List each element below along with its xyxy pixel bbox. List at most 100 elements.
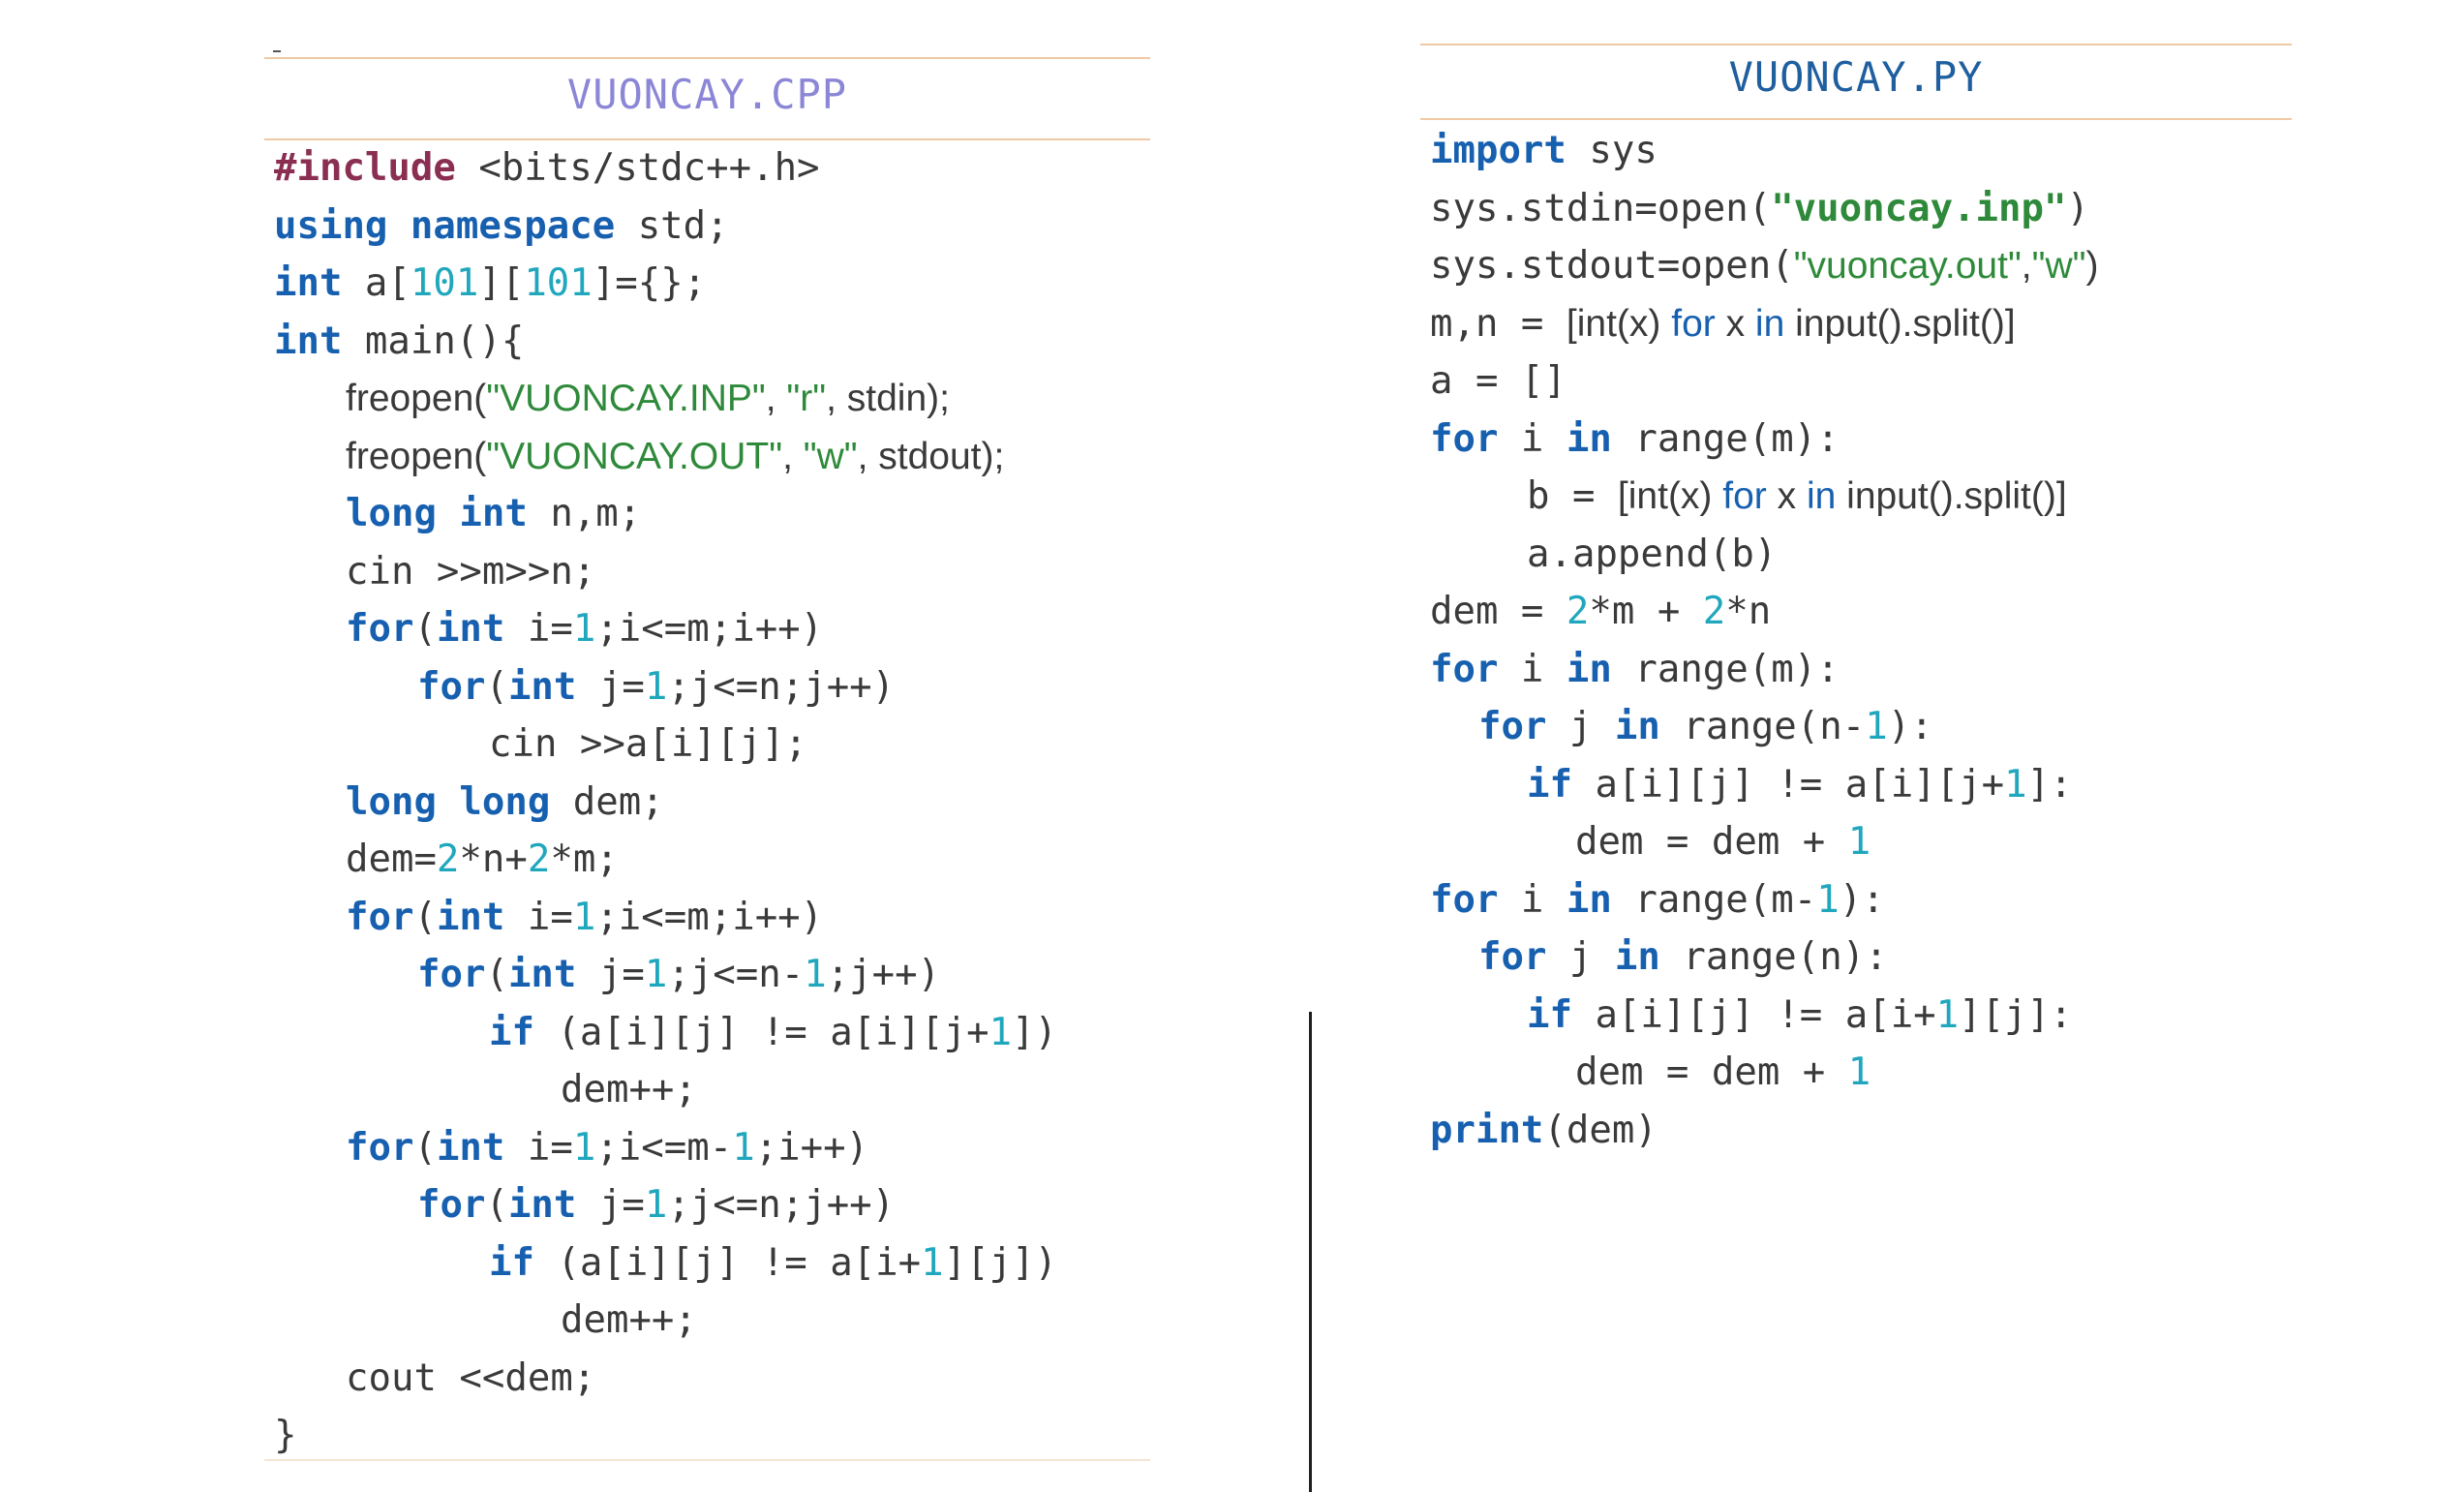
code-token: int [507,1183,577,1227]
code-token: ;i<=m;i++) [595,607,824,651]
code-token: std; [615,203,729,248]
code-line: dem = dem + 1 [1575,819,1871,866]
code-token: in [1566,416,1612,461]
code-line: for(int i=1;i<=m;i++) [346,895,823,941]
code-token: cin >>a[i][j]; [489,722,807,766]
code-token: "w" [2031,245,2086,287]
code-token: a[i][j] != a[i][j+ [1571,762,2005,807]
code-line: dem++; [561,1297,697,1344]
code-token: range(n- [1659,705,1866,748]
code-token: dem = dem + [1575,820,1848,864]
code-token: sys [1566,129,1658,172]
code-token: <bits/stdc++.h> [455,146,820,190]
code-token: i= [504,895,573,939]
code-line: sys.stdout=open("vuoncay.out","w") [1430,243,2099,289]
code-line: a = [] [1430,358,1567,405]
code-line: dem++; [561,1067,697,1113]
python-file-title: VUONCAY.PY [1728,53,1984,101]
code-line: long int n,m; [346,491,641,537]
code-token: cin >>m>>n; [346,549,596,594]
code-token: 1 [1865,705,1888,748]
code-token: i [1498,647,1567,691]
code-token: int [507,953,577,996]
code-token [387,204,410,248]
code-token: ][j]) [943,1240,1058,1285]
code-token: 1 [804,953,827,996]
code-token: int [274,261,343,305]
code-token: for [1430,647,1499,691]
code-token: for [346,607,414,651]
code-token: dem; [550,779,664,824]
code-line: sys.stdin=open("vuoncay.inp") [1430,186,2089,232]
code-token: int [436,895,505,939]
code-token: input().split()] [1784,302,2016,345]
code-token: int [436,1125,505,1170]
code-token: #include [274,146,456,190]
code-token: in [1566,877,1612,922]
code-token: ][ [478,261,525,305]
code-line: freopen("VUONCAY.OUT", "w", stdout); [346,434,1004,480]
code-token: 1 [989,1010,1013,1054]
code-token: ( [485,664,508,709]
code-line: long long dem; [346,779,664,826]
code-line: for(int j=1;j<=n;j++) [417,1182,895,1229]
code-token: 2 [1702,590,1726,633]
code-token: j= [576,664,645,709]
code-token: [int(x) [1566,302,1672,345]
code-token: freopen( [346,435,487,477]
code-token: 1 [644,953,668,996]
code-line: cin >>m>>n; [346,549,595,595]
code-line: if a[i][j] != a[i+1][j]: [1527,992,2073,1039]
code-line: if a[i][j] != a[i][j+1]: [1527,762,2073,808]
code-token: long [459,779,551,824]
code-token: i [1498,416,1567,461]
code-token: *n+ [459,837,528,881]
code-token: b = [1527,474,1618,518]
code-line: b = [int(x) for x in input().split()] [1527,473,2067,520]
code-token: 1 [572,607,596,651]
title-bottom-rule [264,138,1150,140]
code-token: ;i<=m;i++) [595,895,824,939]
code-token: dem = dem + [1575,1050,1848,1094]
code-token: namespace [410,203,616,248]
code-token: ;j<=n;j++) [667,664,896,709]
code-token: ;j<=n;j++) [667,1183,896,1227]
code-token: sys.stdin=open( [1430,186,1772,230]
title-top-rule [264,57,1150,59]
code-token: for [1671,302,1716,345]
code-token: int [274,319,343,363]
code-token: 1 [1847,1050,1871,1094]
code-token: i= [504,1125,573,1170]
code-token: x [1715,302,1755,345]
code-token: , [782,435,804,477]
code-token: for [1478,705,1547,748]
code-line: freopen("VUONCAY.INP", "r", stdin); [346,376,950,422]
code-token: *n [1725,590,1772,633]
code-token: ]={}; [592,261,707,305]
code-line: cin >>a[i][j]; [489,721,807,768]
code-token: 1 [644,664,668,709]
code-line: for j in range(n-1): [1478,704,1933,750]
code-token: 1 [921,1240,944,1285]
code-token: "vuoncay.inp" [1771,186,2067,230]
code-line: dem=2*n+2*m; [346,837,619,883]
code-token: int [436,607,505,651]
code-token: "w" [803,435,858,477]
code-token: dem++; [561,1298,697,1342]
code-token: for [1430,416,1499,461]
code-token: range(m- [1611,877,1817,922]
code-token: using [274,203,388,248]
code-token [437,780,459,824]
code-token: a.append(b) [1527,532,1778,576]
code-token: x [1766,475,1807,517]
code-token: import [1430,129,1567,172]
code-token: range(m): [1611,647,1840,691]
code-token: *m + [1589,590,1703,633]
code-token: ]: [2026,762,2073,807]
code-token: if [489,1240,534,1285]
code-token: cout <<dem; [346,1355,596,1400]
title-top-rule [1420,44,2292,46]
code-token: ( [485,953,508,996]
code-token [437,492,459,535]
code-line: int main(){ [274,319,524,365]
